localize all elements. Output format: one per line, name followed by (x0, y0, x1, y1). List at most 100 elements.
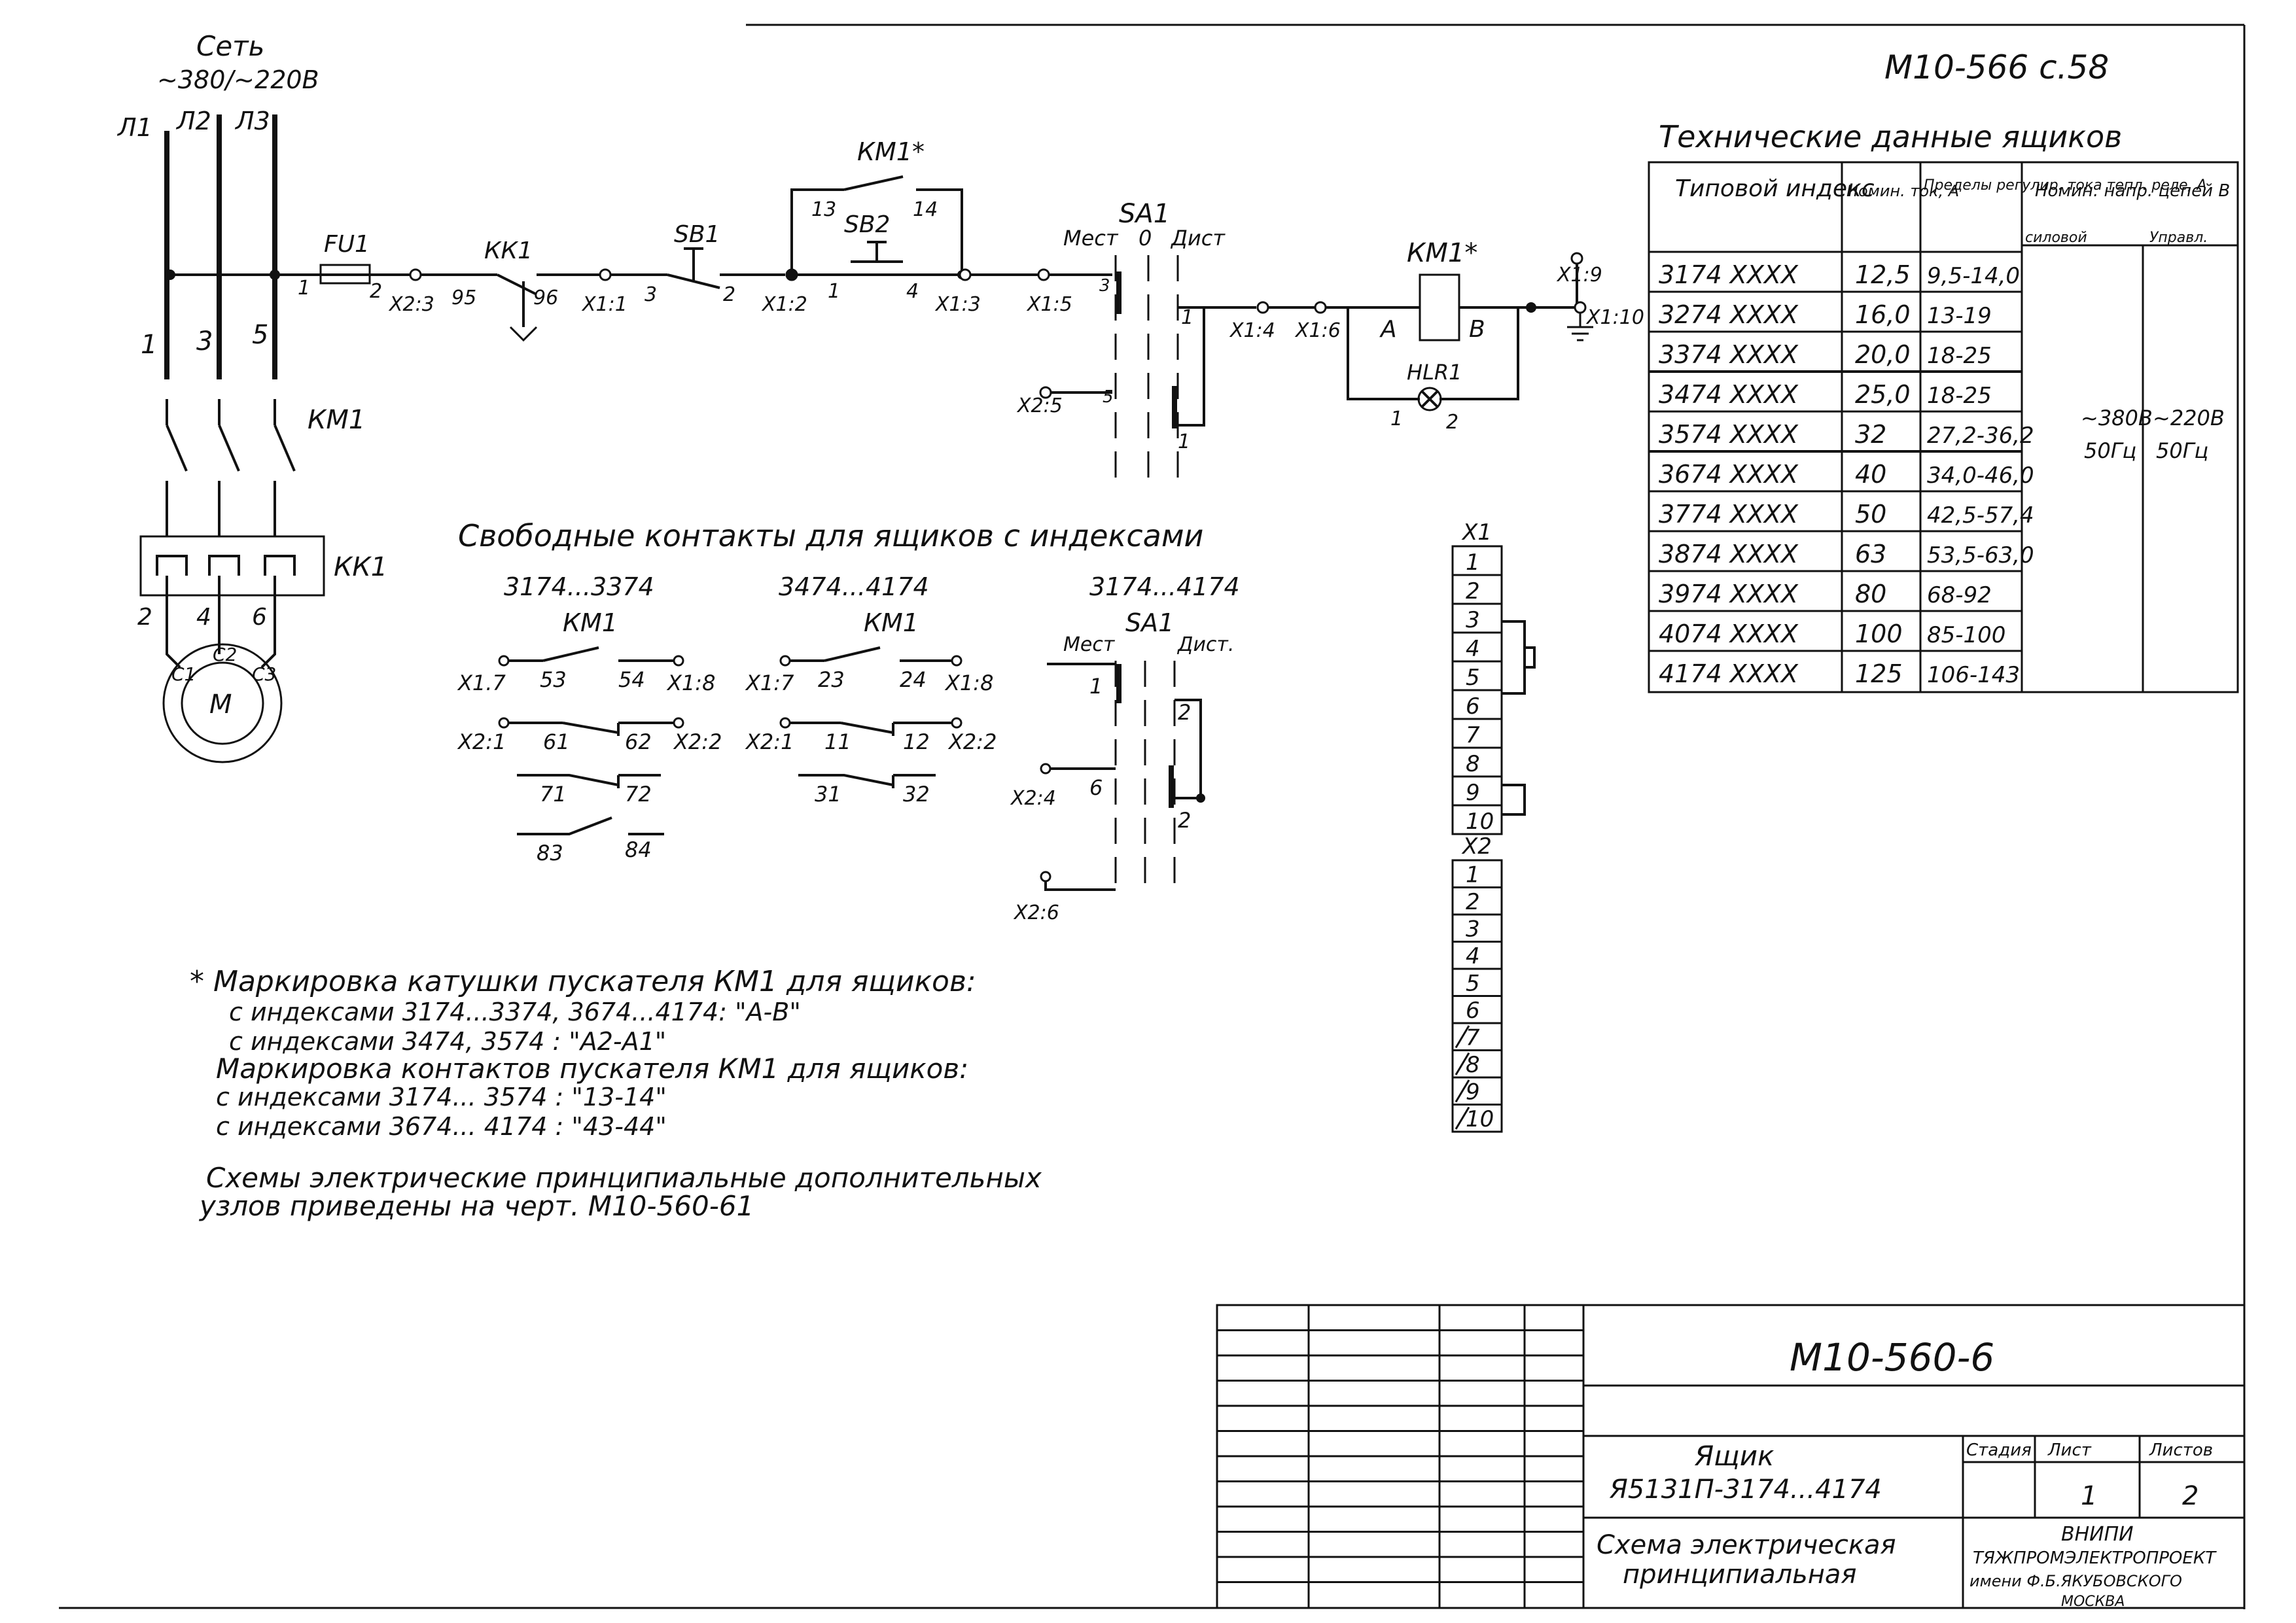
stamp-sheet: 1 (2081, 1481, 2097, 1511)
coil-term-a: А (1379, 316, 1397, 343)
stamp-col-sheet: Лист (2047, 1440, 2092, 1460)
term-x1-4: Х1:4 (1229, 319, 1275, 342)
relay-term-95: 95 (451, 287, 476, 309)
sa1-remote: Дист (1170, 226, 1226, 251)
row-index: 4074 ХХХХ (1659, 620, 1799, 648)
fuse-label: FU1 (324, 231, 370, 258)
g2-name: КМ1 (864, 608, 919, 637)
motor-term-c1: С1 (171, 663, 196, 685)
g2-r2-r: Х2:2 (947, 729, 997, 754)
stamp-title-2: Я5131П-3174...4174 (1609, 1475, 1882, 1505)
sb1-term-3: 3 (645, 283, 657, 306)
row-index: 3574 ХХХХ (1659, 420, 1799, 449)
row-current: 16,0 (1855, 300, 1911, 329)
title-block: М10-560-6 Ящик Я5131П-3174...4174 Схема … (1216, 1304, 2246, 1610)
lamp-term-1: 1 (1390, 408, 1403, 430)
row-range: 53,5-63,0 (1927, 542, 2034, 568)
tech-table: Технические данные ящиков Типовой индекс… (1648, 119, 2239, 693)
g1-r1-a: 53 (540, 667, 567, 692)
g1-r4-a: 83 (537, 841, 563, 865)
note-5: с индексами 3174... 3574 : "13-14" (216, 1083, 667, 1111)
note-3: с индексами 3474, 3574 : "А2-А1" (229, 1027, 666, 1056)
stamp-desc-2: принципиальная (1623, 1560, 1856, 1590)
g2-range: 3474...4174 (779, 572, 929, 601)
stamp-desc-1: Схема электрическая (1597, 1530, 1896, 1560)
g3-local: Мест (1063, 633, 1116, 656)
g1-r2-b: 62 (625, 729, 652, 754)
row-index: 3374 ХХХХ (1659, 340, 1799, 369)
term-x1-3: Х1:3 (934, 293, 981, 316)
row-index: 3274 ХХХХ (1659, 300, 1799, 329)
g2-r2-b: 12 (903, 729, 930, 754)
row-range: 27,2-36,2 (1927, 423, 2034, 449)
g1-r1-l: Х1.7 (457, 671, 506, 695)
fuse-term-2: 2 (370, 280, 382, 303)
row-current: 125 (1855, 659, 1903, 688)
v-control-2: 50Гц (2156, 438, 2208, 463)
terminal-cell: 7 (1466, 1025, 1480, 1051)
sheet-ref-top: М10-566 с.58 (1884, 48, 2109, 86)
g1-r1-b: 54 (618, 667, 645, 692)
relay-term-2: 2 (137, 604, 152, 631)
term-x1-1: Х1:1 (581, 293, 627, 316)
terminal-cell: 10 (1466, 809, 1494, 835)
org-line-3: имени Ф.Б.ЯКУБОВСКОГО (1969, 1572, 2182, 1590)
th-power: силовой (2025, 230, 2087, 246)
motor-term-c2: С2 (213, 644, 237, 665)
g2-r1-r: Х1:8 (944, 671, 993, 695)
coil-label: КМ1* (1407, 238, 1477, 268)
term-x1-2: Х1:2 (761, 293, 807, 316)
wire-5: 5 (252, 320, 268, 350)
stamp-title-1: Ящик (1694, 1440, 1775, 1472)
term-x1-9: Х1:9 (1556, 264, 1602, 287)
sa1-term-1: 1 (1181, 306, 1193, 329)
terminal-cell: 2 (1466, 578, 1480, 604)
note-7: Схемы электрические принципиальные допол… (206, 1162, 1042, 1194)
note-6: с индексами 3674... 4174 : "43-44" (216, 1112, 667, 1141)
contactor-km1-label: КМ1 (308, 405, 365, 435)
lamp-label: HLR1 (1407, 360, 1462, 385)
term-x1-10: Х1:10 (1585, 306, 1644, 329)
row-current: 12,5 (1855, 260, 1911, 289)
row-current: 80 (1855, 580, 1886, 608)
g2-r2-a: 11 (824, 729, 851, 754)
row-current: 32 (1855, 420, 1886, 449)
phase-l1: Л1 (116, 113, 152, 142)
row-current: 25,0 (1855, 380, 1911, 409)
terminal-cell: 5 (1466, 971, 1480, 997)
row-range: 106-143 (1927, 662, 2020, 688)
km-term-14: 14 (913, 198, 938, 221)
term-x1-5: Х1:5 (1026, 293, 1072, 316)
g1-r1-r: Х1:8 (666, 671, 715, 695)
stamp-sheets: 2 (2182, 1481, 2199, 1511)
motor-label: М (209, 689, 232, 720)
terminal-cell: 4 (1466, 636, 1480, 662)
th-range: Пределы регулир. тока тепл. реле, А (1924, 177, 2207, 194)
terminal-cell: 7 (1466, 722, 1480, 748)
row-range: 42,5-57,4 (1927, 502, 2034, 529)
note-1: * Маркировка катушки пускателя КМ1 для я… (190, 965, 976, 998)
g3-term-2: 2 (1178, 700, 1191, 725)
th-control: Управл. (2149, 230, 2208, 246)
notes: * Маркировка катушки пускателя КМ1 для я… (190, 965, 1042, 1222)
phase-l3: Л3 (234, 107, 270, 135)
g3-range: 3174...4174 (1089, 572, 1240, 601)
g2-r3-b: 32 (903, 782, 930, 807)
g2-r2-l: Х2:1 (745, 729, 794, 754)
sa1-zero: 0 (1139, 226, 1152, 251)
stamp-col-sheets: Листов (2149, 1440, 2213, 1460)
sa1-local: Мест (1063, 226, 1119, 251)
g2-r3-a: 31 (815, 782, 841, 807)
row-current: 20,0 (1855, 340, 1911, 369)
sb1-term-2: 2 (723, 283, 735, 306)
g2-r1-l: Х1:7 (745, 671, 794, 695)
terminal-cell: 6 (1466, 998, 1480, 1024)
sa1-term-1b: 1 (1178, 430, 1190, 453)
coil-term-b: В (1469, 316, 1485, 343)
org-line-1: ВНИПИ (2061, 1523, 2134, 1546)
power-circuit: Сеть ~380/~220В Л1 Л2 Л3 1 3 5 КМ1 КК1 2 (116, 30, 393, 763)
relay-contact-label: КК1 (484, 237, 533, 264)
terminal-cell: 8 (1466, 751, 1480, 777)
row-range: 34,0-46,0 (1927, 462, 2034, 489)
row-current: 50 (1855, 500, 1886, 529)
